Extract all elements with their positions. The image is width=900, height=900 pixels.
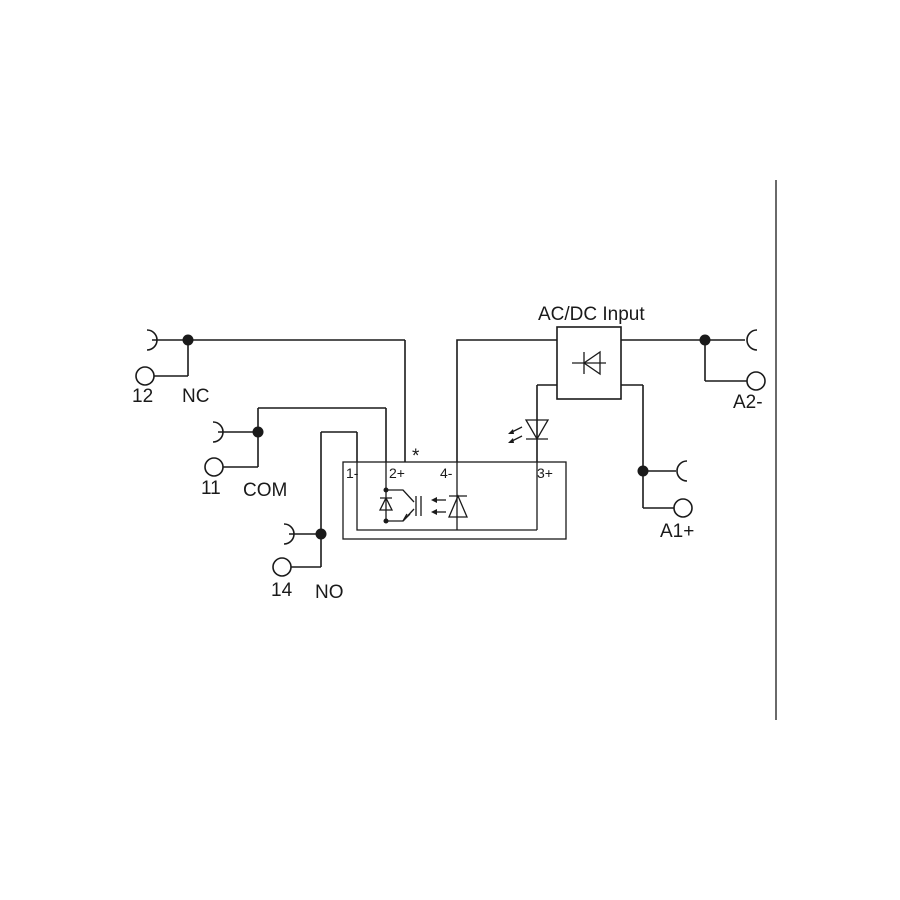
terminal-a1 — [673, 498, 693, 518]
a2-socket — [746, 329, 758, 351]
com-circuit: 11 COM — [201, 407, 387, 501]
terminal-11 — [204, 457, 224, 477]
output-transistor-icon — [378, 487, 422, 524]
input-label: AC/DC Input — [538, 304, 645, 325]
terminal-a2 — [746, 371, 766, 391]
optocoupler-light-arrows — [431, 497, 446, 515]
terminal-12 — [135, 366, 155, 386]
pin-1-label: 1- — [346, 465, 359, 481]
no-junction-dot — [315, 528, 327, 540]
a1-label: A1+ — [660, 521, 694, 542]
a2-junction-dot — [699, 334, 711, 346]
rectifier-box — [556, 326, 622, 400]
relay-module: 1- 2+ 4- 3+ — [342, 461, 567, 540]
pin-4-label: 4- — [440, 465, 453, 481]
nc-junction-dot — [182, 334, 194, 346]
com-junction-dot — [252, 426, 264, 438]
terminal-11-label: 11 — [201, 478, 221, 499]
a2-label: A2- — [733, 392, 763, 413]
a1-socket — [676, 460, 688, 482]
terminal-14-label: 14 — [271, 580, 293, 601]
status-led-icon — [508, 419, 550, 443]
input-circuit: AC/DC Input A2- A1+ — [456, 304, 766, 542]
nc-label: NC — [182, 386, 209, 407]
pin-2-label: 2+ — [389, 465, 405, 481]
star-marker: * — [412, 446, 420, 467]
no-circuit: 14 NO — [271, 431, 358, 603]
terminal-14 — [272, 557, 292, 577]
photodiode-icon — [448, 494, 468, 518]
relay-module-outline — [342, 461, 567, 540]
a1-junction-dot — [637, 465, 649, 477]
no-label: NO — [315, 582, 344, 603]
com-label: COM — [243, 480, 287, 501]
terminal-12-label: 12 — [132, 386, 153, 407]
nc-circuit: 12 NC * — [132, 329, 420, 467]
rectifier-diode-icon — [572, 350, 606, 376]
pin-3-label: 3+ — [537, 465, 553, 481]
